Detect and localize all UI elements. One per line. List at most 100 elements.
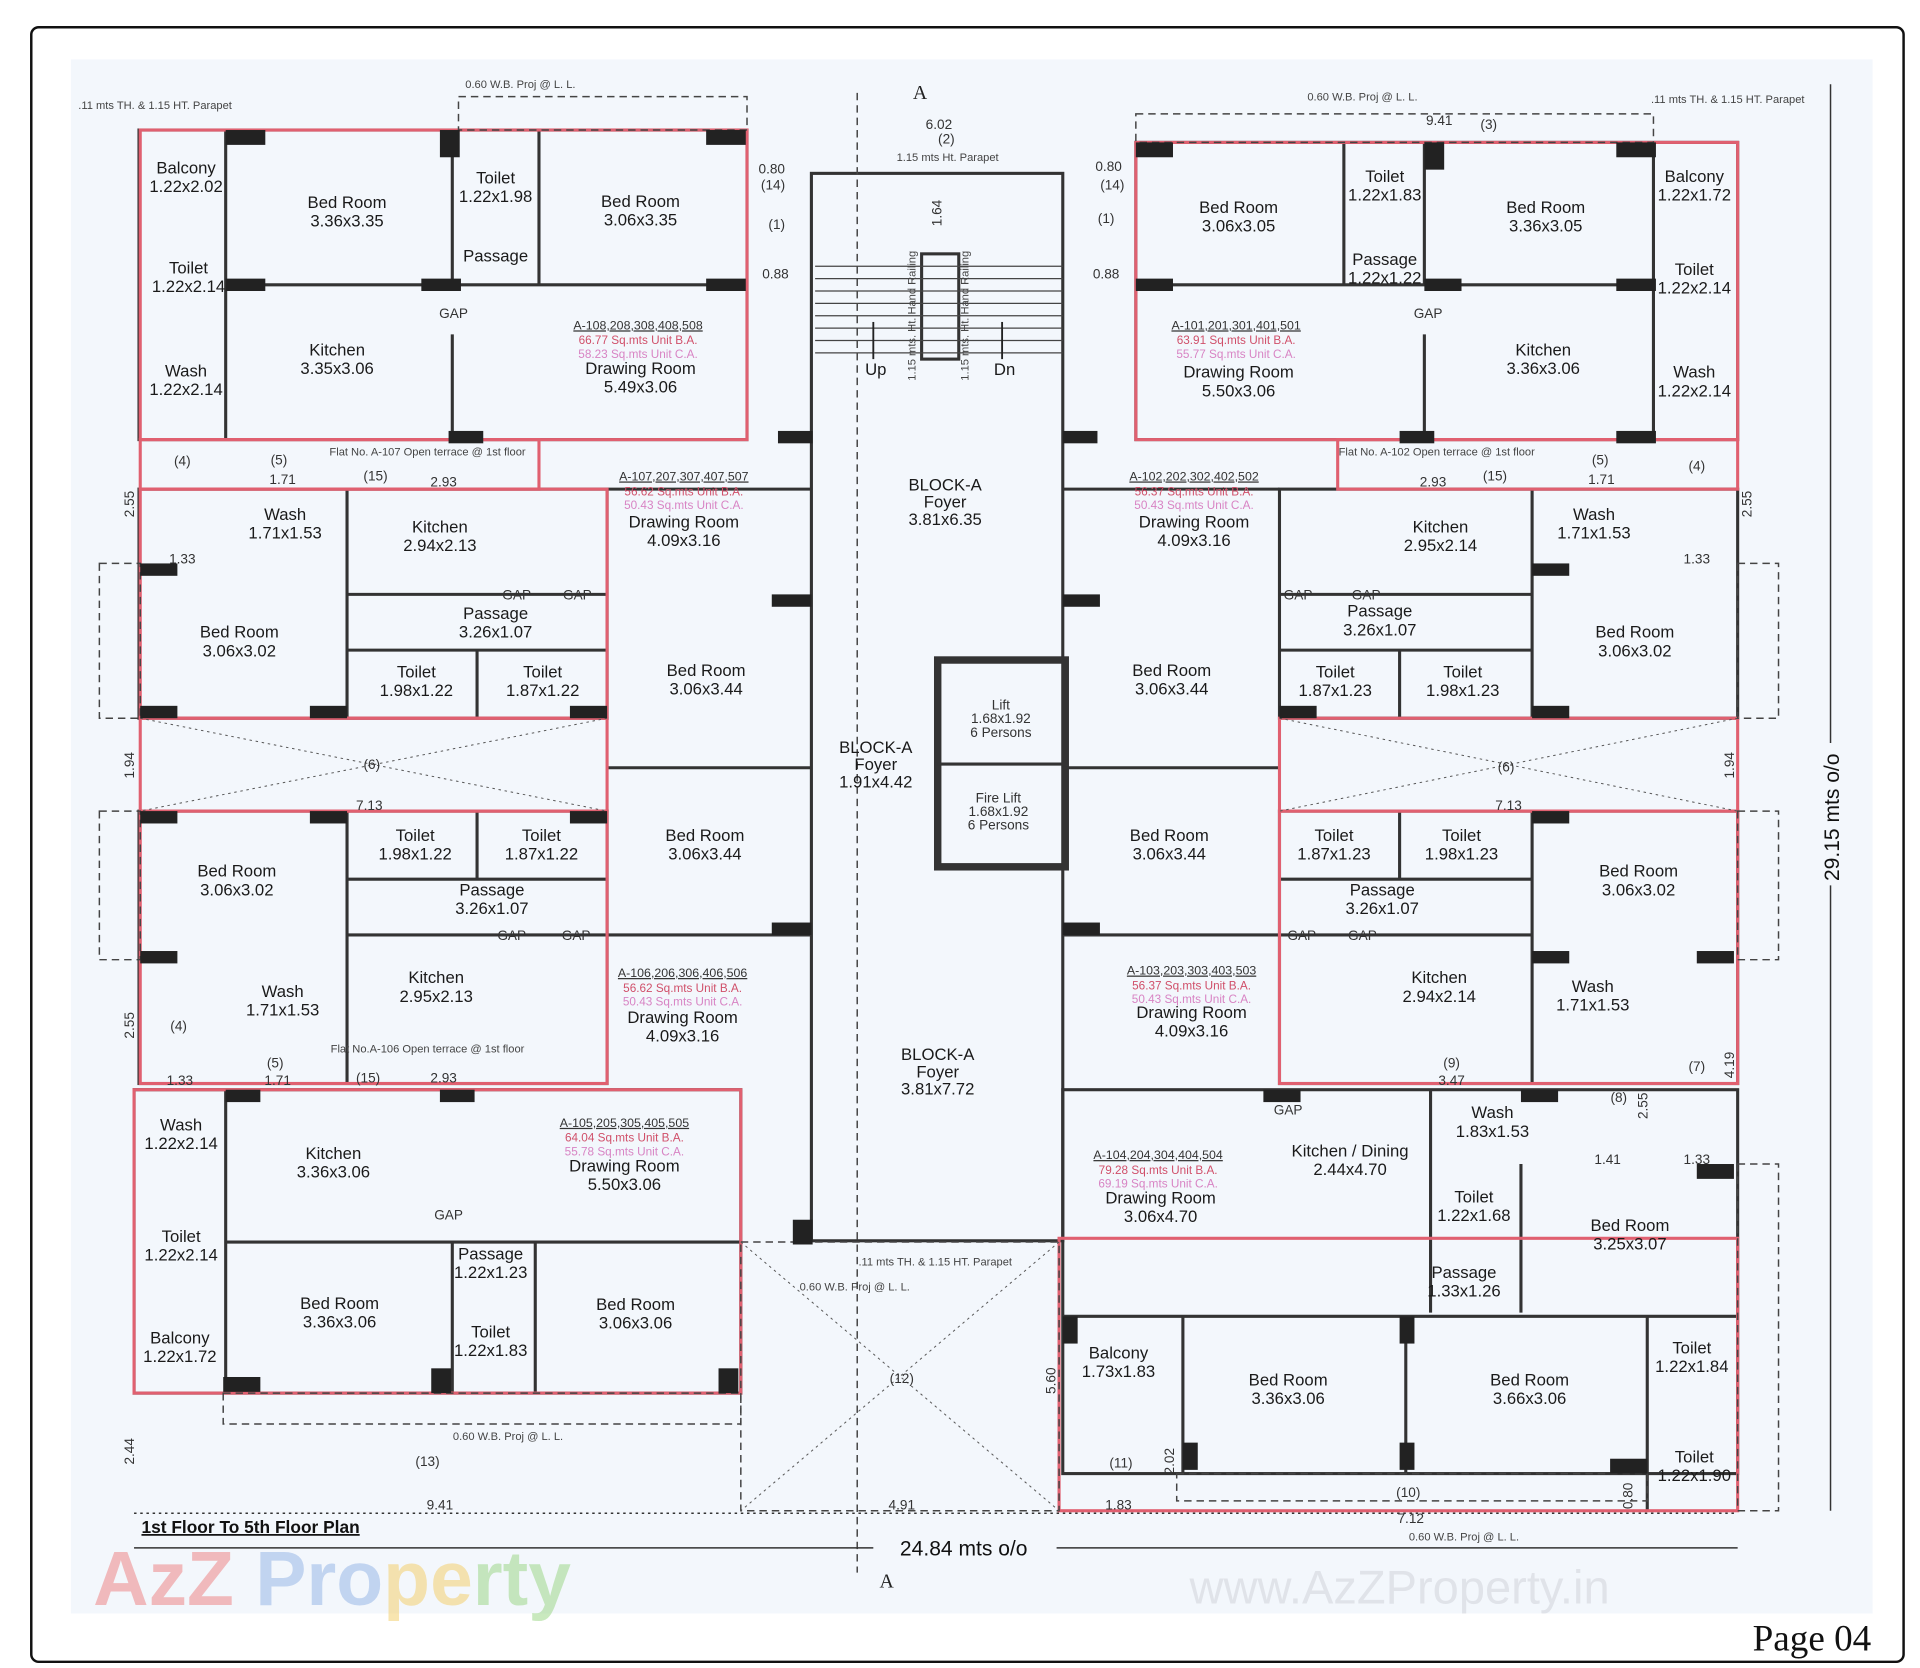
- dimension-label: 0.60 W.B. Proj @ L. L.: [1409, 1531, 1519, 1543]
- dimension-label: .11 mts TH. & 1.15 HT. Parapet: [78, 100, 232, 112]
- dimension-label: 1.94: [122, 752, 137, 779]
- room-dimensions: 3.06x4.70: [1124, 1207, 1197, 1226]
- core-label: Foyer: [854, 755, 897, 774]
- stair-up-label: Up: [865, 360, 886, 379]
- dimension-label: 1.41: [1594, 1152, 1621, 1167]
- room-dimensions: 1.98x1.22: [378, 844, 451, 863]
- room-dimensions: 1.98x1.23: [1425, 844, 1498, 863]
- room-name: Wash: [262, 982, 304, 1001]
- plan-title: 1st Floor To 5th Floor Plan: [141, 1517, 359, 1537]
- room-name: Passage: [459, 880, 524, 899]
- room-name: Bed Room: [665, 826, 744, 845]
- room-name: Bed Room: [200, 623, 279, 642]
- room-name: Toilet: [1675, 260, 1714, 279]
- dimension-label: 2.02: [1162, 1448, 1177, 1475]
- dimension-label: 0.60 W.B. Proj @ L. L.: [1307, 91, 1417, 103]
- dimension-label: 1.33: [1684, 551, 1711, 566]
- room-dimensions: 2.94x2.13: [403, 536, 476, 555]
- dimension-label: 1.94: [1722, 752, 1737, 779]
- room-dimensions: 1.87x1.23: [1297, 844, 1370, 863]
- room-name: Toilet: [169, 259, 208, 278]
- room-name: Balcony: [1089, 1343, 1149, 1362]
- room-name: Wash: [1572, 977, 1614, 996]
- room-dimensions: 1.22x2.14: [1658, 381, 1731, 400]
- room-dimensions: 1.22x2.02: [149, 177, 222, 196]
- room-dimensions: 3.35x3.06: [300, 359, 373, 378]
- dimension-label: GAP: [1414, 306, 1443, 321]
- room-dimensions: 1.98x1.22: [380, 681, 453, 700]
- dimension-label: (8): [1610, 1090, 1627, 1105]
- room-name: Bed Room: [1506, 198, 1585, 217]
- built-up-area: 56.62 Sq.mts Unit B.A.: [623, 982, 742, 995]
- unit-number: A-106,206,306,406,506: [618, 966, 747, 980]
- core-label: BLOCK-A: [901, 1045, 975, 1064]
- room-name: Toilet: [396, 826, 435, 845]
- room-dimensions: 3.36x3.06: [303, 1312, 376, 1331]
- room-name: Bed Room: [197, 862, 276, 881]
- dimension-label: GAP: [502, 587, 531, 602]
- dimension-label: 4.91: [889, 1497, 916, 1512]
- room-dimensions: 3.36x3.35: [310, 212, 383, 231]
- room-dimensions: 1.73x1.83: [1082, 1362, 1155, 1381]
- core-label: Fire Lift: [976, 790, 1022, 805]
- room-dimensions: 1.22x2.14: [1658, 278, 1731, 297]
- dimension-label: 2.55: [1739, 491, 1754, 518]
- room-dimensions: 3.06x3.02: [203, 641, 276, 660]
- dimension-label: Flat No.A-106 Open terrace @ 1st floor: [331, 1044, 525, 1056]
- dimension-label: 0.60 W.B. Proj @ L. L.: [800, 1281, 910, 1293]
- overall-width-dimension: 24.84 mts o/o: [900, 1537, 1028, 1560]
- dimension-label: 1.71: [1588, 472, 1615, 487]
- dimension-label: 0.60 W.B. Proj @ L. L.: [465, 79, 575, 91]
- room-name: Kitchen: [412, 517, 468, 536]
- room-name: Kitchen: [408, 968, 464, 987]
- dimension-lines: [134, 84, 1832, 1549]
- room-name: Bed Room: [308, 193, 387, 212]
- carpet-area: 69.19 Sq.mts Unit C.A.: [1098, 1178, 1218, 1191]
- room-dimensions: 3.06x3.44: [668, 844, 741, 863]
- room-dimensions: 1.83x1.53: [1456, 1122, 1529, 1141]
- room-name: Toilet: [397, 662, 436, 681]
- dimension-label: 0.88: [1093, 267, 1120, 282]
- dimension-label: GAP: [1284, 587, 1313, 602]
- core-label: Foyer: [916, 1062, 959, 1081]
- dimension-label: (7): [1688, 1059, 1705, 1074]
- room-name: Toilet: [1442, 826, 1481, 845]
- room-dimensions: 1.87x1.23: [1299, 681, 1372, 700]
- room-dimensions: 3.06x3.44: [1133, 844, 1206, 863]
- room-dimensions: 4.09x3.16: [647, 531, 720, 550]
- dimension-label: 1.71: [269, 472, 296, 487]
- dimension-label: (6): [1498, 759, 1515, 774]
- dimension-label: (13): [415, 1454, 439, 1469]
- room-dimensions: 1.87x1.22: [506, 681, 579, 700]
- dimension-label: 0.60 W.B. Proj @ L. L.: [453, 1431, 563, 1443]
- dimension-label: .11 mts TH. & 1.15 HT. Parapet: [858, 1257, 1012, 1269]
- room-name: Toilet: [1672, 1338, 1711, 1357]
- built-up-area: 56.37 Sq.mts Unit B.A.: [1132, 979, 1251, 992]
- dimension-label: 2.93: [430, 1070, 457, 1085]
- room-name: Kitchen: [306, 1144, 362, 1163]
- dimension-label: 2.55: [122, 1012, 137, 1039]
- room-dimensions: 3.25x3.07: [1593, 1234, 1666, 1253]
- open-terraces: [98, 95, 1780, 1512]
- dimension-label: (10): [1396, 1485, 1420, 1500]
- dimension-label: (5): [1592, 452, 1609, 467]
- room-name: Drawing Room: [627, 1008, 737, 1027]
- room-dimensions: 3.06x3.02: [1602, 880, 1675, 899]
- built-up-area: 66.77 Sq.mts Unit B.A.: [579, 334, 698, 347]
- dimension-label: 2.55: [1635, 1093, 1650, 1120]
- room-dimensions: 4.09x3.16: [646, 1026, 719, 1045]
- room-name: Wash: [264, 505, 306, 524]
- room-dimensions: 1.22x2.14: [144, 1134, 217, 1153]
- room-name: Toilet: [1314, 826, 1353, 845]
- room-name: Passage: [1431, 1263, 1496, 1282]
- dimension-label: 6.02: [926, 117, 953, 132]
- room-name: Passage: [1350, 880, 1415, 899]
- room-name: Bed Room: [1599, 862, 1678, 881]
- dimension-label: 5.60: [1043, 1367, 1058, 1394]
- room-dimensions: 3.26x1.07: [459, 623, 532, 642]
- room-dimensions: 3.06x3.05: [1202, 217, 1275, 236]
- dimension-label: GAP: [439, 306, 468, 321]
- dimension-label: 2.44: [122, 1438, 137, 1465]
